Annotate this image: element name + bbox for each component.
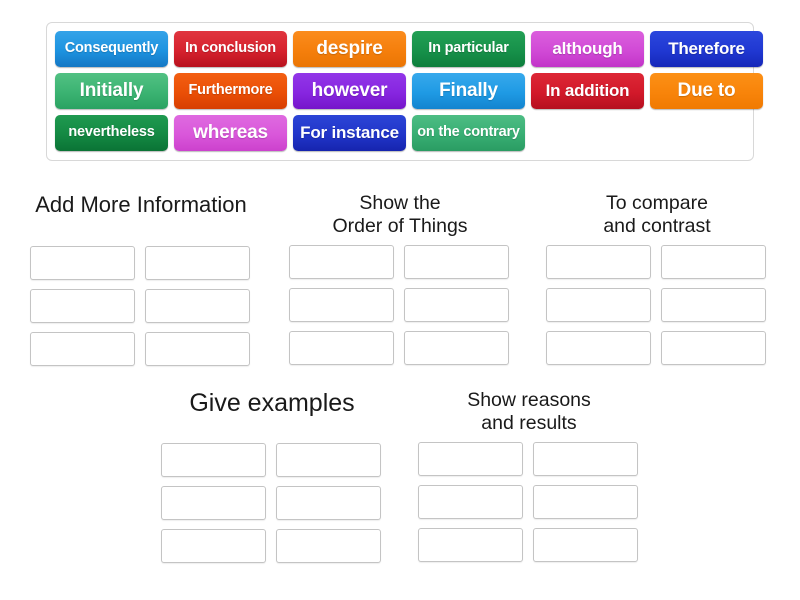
word-tile[interactable]: Consequently [55, 31, 168, 67]
word-tile[interactable]: Finally [412, 73, 525, 109]
drop-zone-grid [30, 245, 252, 366]
category-group-give-examples: Give examples [161, 389, 383, 563]
drop-slot[interactable] [161, 443, 266, 477]
word-tile[interactable]: For instance [293, 115, 406, 151]
drop-slot[interactable] [404, 288, 509, 323]
drop-slot[interactable] [30, 331, 135, 366]
category-group-add-more-information: Add More Information [30, 192, 252, 366]
drop-zone-grid [546, 245, 768, 366]
word-tile[interactable]: In particular [412, 31, 525, 67]
word-tile[interactable]: Furthermore [174, 73, 287, 109]
drop-slot[interactable] [533, 485, 638, 520]
word-tile[interactable]: In addition [531, 73, 644, 109]
category-title: To compare and contrast [603, 192, 711, 237]
category-group-show-the-order-of-things: Show the Order of Things [289, 192, 511, 366]
drop-slot[interactable] [661, 245, 766, 280]
drop-zone-grid [161, 443, 383, 563]
drop-slot[interactable] [418, 485, 523, 520]
drop-slot[interactable] [276, 529, 381, 563]
word-tile[interactable]: nevertheless [55, 115, 168, 151]
word-tile[interactable]: although [531, 31, 644, 67]
drop-zone-grid [418, 442, 640, 563]
drop-slot[interactable] [533, 528, 638, 563]
drop-slot[interactable] [546, 331, 651, 366]
category-group-to-compare-and-contrast: To compare and contrast [546, 192, 768, 366]
category-group-show-reasons-and-results: Show reasons and results [418, 389, 640, 563]
drop-slot[interactable] [161, 486, 266, 520]
drop-slot[interactable] [404, 245, 509, 280]
word-tile[interactable]: whereas [174, 115, 287, 151]
drop-slot[interactable] [289, 245, 394, 280]
drop-slot[interactable] [145, 331, 250, 366]
category-title: Give examples [189, 389, 355, 417]
category-title: Show reasons and results [467, 389, 591, 434]
word-tile[interactable]: despire [293, 31, 406, 67]
category-title: Show the Order of Things [332, 192, 468, 237]
drop-slot[interactable] [145, 245, 250, 280]
drop-slot[interactable] [289, 331, 394, 366]
drop-slot[interactable] [661, 288, 766, 323]
word-tile[interactable]: Therefore [650, 31, 763, 67]
drop-slot[interactable] [276, 443, 381, 477]
drop-slot[interactable] [418, 442, 523, 477]
drop-slot[interactable] [404, 331, 509, 366]
drop-slot[interactable] [161, 529, 266, 563]
word-tile[interactable]: however [293, 73, 406, 109]
word-tile[interactable]: Initially [55, 73, 168, 109]
drop-slot[interactable] [276, 486, 381, 520]
drop-slot[interactable] [289, 288, 394, 323]
word-tile[interactable]: on the contrary [412, 115, 525, 151]
drop-slot[interactable] [30, 245, 135, 280]
drop-slot[interactable] [533, 442, 638, 477]
category-title: Add More Information [35, 192, 247, 217]
drop-slot[interactable] [30, 288, 135, 323]
drop-slot[interactable] [546, 288, 651, 323]
drop-zone-grid [289, 245, 511, 366]
drop-slot[interactable] [661, 331, 766, 366]
drop-slot[interactable] [546, 245, 651, 280]
drop-slot[interactable] [418, 528, 523, 563]
drop-slot[interactable] [145, 288, 250, 323]
word-tile[interactable]: In conclusion [174, 31, 287, 67]
word-tile[interactable]: Due to [650, 73, 763, 109]
